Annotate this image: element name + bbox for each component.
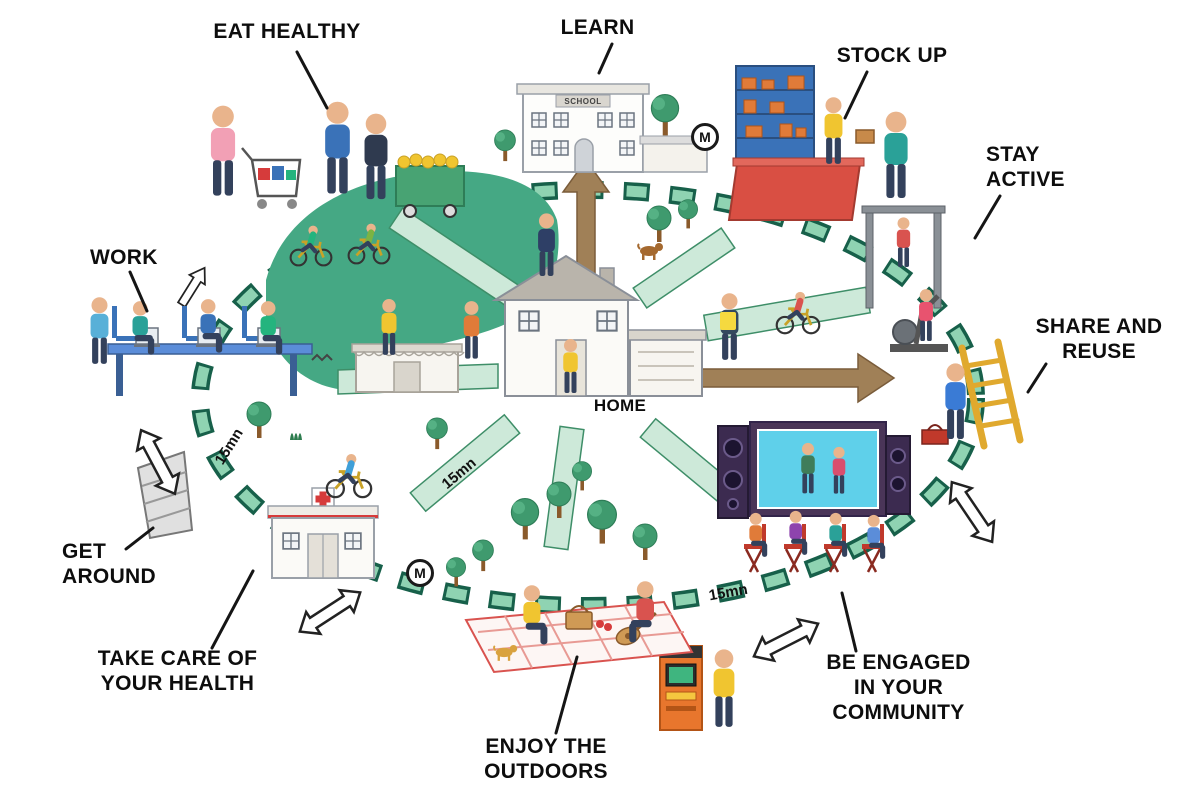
- tree-icon: [650, 94, 680, 136]
- leader-line: [210, 569, 255, 650]
- school-window: [531, 112, 547, 128]
- leader-line: [124, 526, 155, 551]
- elliptical-person: [919, 289, 933, 341]
- picnic-blanket: [464, 600, 694, 674]
- grass-tuft: [290, 433, 302, 440]
- school-window: [553, 112, 569, 128]
- ring-time-label: 15mn: [212, 425, 247, 467]
- ring-time-label: 15mn: [707, 581, 749, 605]
- school-window: [553, 140, 569, 156]
- label-stock-up: STOCK UP: [812, 44, 972, 69]
- school-window: [619, 140, 635, 156]
- toolbox: [921, 429, 949, 445]
- label-stock-up-text: STOCK UP: [836, 44, 948, 67]
- decor-marks: [290, 353, 333, 440]
- leader-line: [973, 194, 1002, 240]
- ladder: [921, 338, 1024, 450]
- leader-line: [295, 50, 329, 110]
- tree-icon: [445, 557, 467, 587]
- tree-icon: [632, 523, 658, 561]
- handyman: [945, 363, 966, 439]
- park-area: [266, 171, 559, 391]
- market-shed: [351, 343, 465, 393]
- label-get-around: GET AROUND: [62, 540, 156, 588]
- school-building: SCHOOL: [516, 83, 711, 173]
- produce-stall: [395, 153, 465, 218]
- shopping-cart: [241, 147, 302, 209]
- atm-kiosk: [659, 645, 703, 731]
- leader-line: [597, 42, 614, 75]
- shopper-person: [210, 105, 236, 196]
- label-take-care-of-your-health: TAKE CARE OF YOUR HEALTH: [97, 647, 258, 695]
- picnic-basket: [565, 611, 593, 630]
- speaker: [885, 435, 911, 515]
- label-work: WORK: [90, 246, 158, 269]
- outdoor-cinema: [717, 421, 911, 573]
- leader-line: [840, 591, 858, 653]
- home-window: [518, 310, 540, 332]
- metro-sign: M: [406, 559, 434, 587]
- metro-sign-text: M: [414, 565, 426, 581]
- tree-icon: [510, 498, 540, 540]
- school-sign-text: SCHOOL: [564, 97, 601, 106]
- standing-worker: [90, 297, 109, 364]
- clinic-window: [344, 532, 362, 550]
- package-box: [855, 129, 875, 144]
- customer: [884, 111, 908, 198]
- label-home: HOME: [593, 396, 647, 415]
- tree-icon: [494, 129, 516, 162]
- arrow-right-icon: [699, 352, 896, 404]
- tree-icon: [586, 499, 618, 545]
- leader-line: [1026, 362, 1048, 394]
- home-window: [596, 310, 618, 332]
- label-learn-text: LEARN: [560, 16, 635, 39]
- pullup-bar: [861, 205, 946, 214]
- tree-icon: [678, 199, 698, 229]
- school-window: [531, 140, 547, 156]
- tree-icon: [426, 417, 448, 450]
- picnic-scene: [464, 600, 694, 674]
- movie-screen: [757, 429, 879, 509]
- pullup-person: [896, 217, 911, 267]
- label-be-engaged-in-your-community: BE ENGAGED IN YOUR COMMUNITY: [826, 651, 971, 724]
- strip-northeast: [632, 227, 736, 309]
- school-window: [619, 112, 635, 128]
- atm-user: [713, 649, 735, 727]
- clinic-building: [267, 487, 379, 579]
- grocery-store: [727, 65, 875, 221]
- label-stay-active: STAY ACTIVE: [986, 143, 1065, 191]
- shopper-person: [325, 101, 350, 194]
- walking-person: [463, 301, 480, 359]
- dog: [637, 242, 664, 260]
- tree-icon: [472, 539, 494, 572]
- people: [90, 97, 966, 727]
- leader-lines: [124, 42, 1048, 735]
- bird-icon: [311, 353, 333, 362]
- label-eat-healthy-text: EAT HEALTHY: [213, 20, 361, 43]
- strip-southwest: [409, 413, 521, 513]
- clinic-window: [282, 532, 300, 550]
- double-arrow-icon: [291, 580, 369, 644]
- leader-line: [554, 655, 579, 735]
- gym-equipment: [861, 205, 948, 352]
- store-counter: [727, 163, 862, 221]
- leader-line: [843, 70, 869, 120]
- metro-sign: M: [691, 123, 719, 151]
- school-window: [597, 112, 613, 128]
- label-share-and-reuse: SHARE AND REUSE: [1035, 315, 1163, 363]
- school-sign: [555, 94, 611, 108]
- tree-icon: [646, 205, 672, 243]
- label-eat-healthy: EAT HEALTHY: [182, 20, 392, 45]
- leader-line: [128, 270, 149, 313]
- metro-sign-text: M: [699, 129, 711, 145]
- shopkeeper: [824, 97, 843, 164]
- double-arrow-icon: [939, 473, 1005, 551]
- label-enjoy-the-outdoors: ENJOY THE OUTDOORS: [484, 735, 608, 783]
- roof: [491, 254, 641, 301]
- hi-vis-vest: [720, 312, 736, 330]
- label-learn: LEARN: [545, 16, 650, 41]
- school-door: [574, 138, 594, 173]
- tree-icon: [246, 401, 272, 439]
